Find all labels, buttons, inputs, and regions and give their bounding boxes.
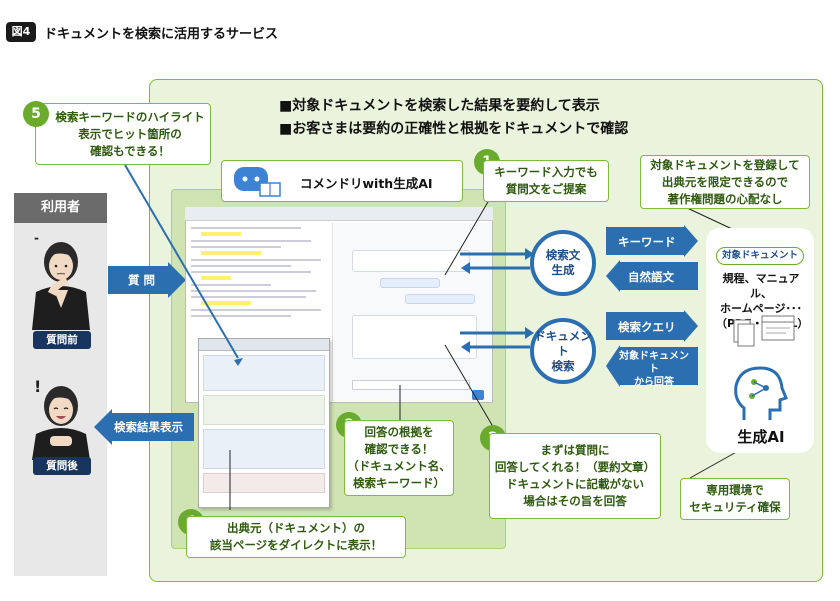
results-arrow-icon xyxy=(94,409,194,445)
search-text-generation-node: 検索文 生成 xyxy=(530,230,596,296)
generative-ai-label: 生成AI xyxy=(737,428,785,446)
chat-input[interactable] xyxy=(352,380,470,390)
callout-1: キーワード入力でも 質問文をご提案 xyxy=(483,160,609,202)
natural-arrow-label: 自然語文 xyxy=(628,270,674,284)
chat-bubble-answer xyxy=(352,315,477,359)
question-arrow-label: 質 問 xyxy=(128,273,156,287)
app-titlebar xyxy=(185,207,493,221)
query-arrow-icon xyxy=(606,310,698,342)
doc-answer-arrow-label: 対象ドキュメント から回答 xyxy=(619,351,689,388)
keyword-arrow-label: キーワード xyxy=(618,235,676,249)
callout-2: まずは質問に 回答してくれる！（要約文章） ドキュメントに記載がない 場合はその… xyxy=(489,433,661,519)
callout-5: 検索キーワードのハイライト 表示でヒット箇所の 確認もできる！ xyxy=(35,103,211,165)
query-arrow-label: 検索クエリ xyxy=(618,320,676,334)
person-after-icon: ! xyxy=(32,378,90,460)
chat-bubble-bot xyxy=(352,250,470,272)
doc-answer-arrow-icon xyxy=(606,345,698,387)
ai-brain-icon xyxy=(734,366,788,420)
document-store xyxy=(706,228,814,453)
question-arrow-icon xyxy=(108,262,186,298)
person-before-icon: - xyxy=(32,231,90,330)
send-button[interactable] xyxy=(472,390,484,400)
user-header: 利用者 xyxy=(14,193,107,223)
natural-arrow-icon xyxy=(606,260,698,292)
callout-5-number: 5 xyxy=(23,101,49,127)
chatbot-logo-icon xyxy=(234,167,281,197)
suggestion-chip-1[interactable] xyxy=(380,278,440,288)
svg-text:!: ! xyxy=(34,378,41,396)
callout-4: 出典元（ドキュメント）の 該当ページをダイレクトに表示！ xyxy=(186,516,406,558)
figure-title: ドキュメントを検索に活用するサービス xyxy=(44,27,279,42)
target-document-badge: 対象ドキュメント xyxy=(716,247,804,265)
suggestion-chip-2[interactable] xyxy=(405,294,475,304)
before-label: 質問前 xyxy=(33,331,91,349)
svg-text:-: - xyxy=(34,231,39,245)
headline-verify: ■お客さまは要約の正確性と根拠をドキュメントで確認 xyxy=(279,121,629,137)
results-arrow-label: 検索結果表示 xyxy=(114,420,183,434)
after-label: 質問後 xyxy=(33,457,91,475)
product-name: コメンドリwith生成AI xyxy=(300,176,433,191)
document-search-node: ドキュメント 検索 xyxy=(530,318,596,384)
documents-icon xyxy=(733,315,795,347)
headline-summary: ■対象ドキュメントを検索した結果を要約して表示 xyxy=(279,98,600,114)
figure-badge: 図4 xyxy=(6,22,36,42)
callout-3: 回答の根拠を 確認できる！ （ドキュメント名、 検索キーワード） xyxy=(344,420,454,496)
callout-security: 専用環境で セキュリティ確保 xyxy=(680,478,790,520)
source-document-view xyxy=(198,338,330,508)
keyword-arrow-icon xyxy=(606,225,698,257)
callout-copyright: 対象ドキュメントを登録して 出典元を限定できるので 著作権問題の心配なし xyxy=(640,155,810,209)
